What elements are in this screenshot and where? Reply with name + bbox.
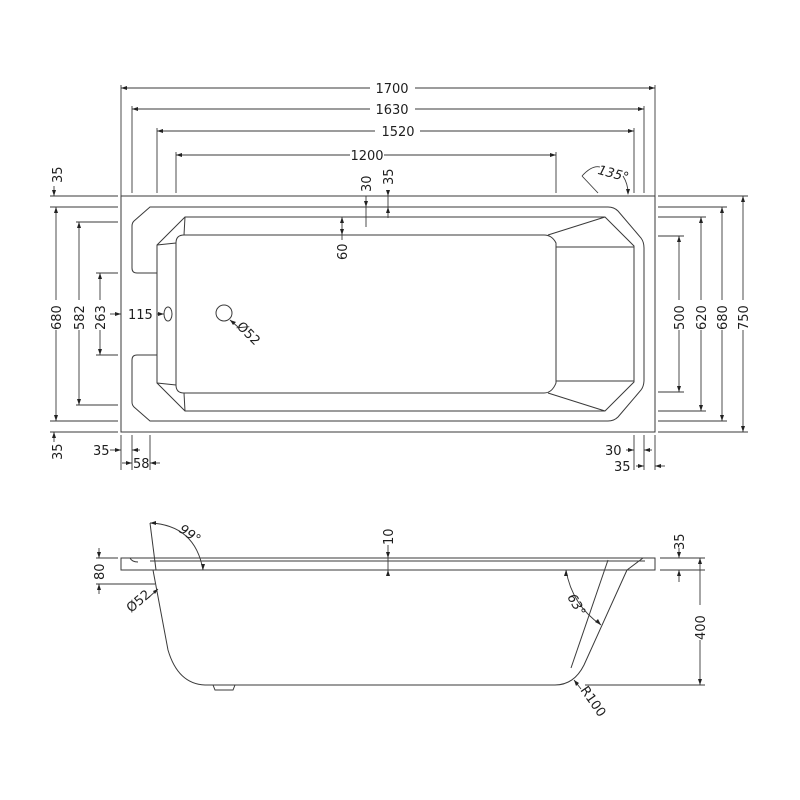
waste-label: Ø52	[229, 319, 263, 349]
waste-icon	[215, 304, 233, 322]
rim-dimensions-top: 30 35 60	[336, 168, 397, 260]
dim-263: 263	[94, 305, 109, 330]
side-foot	[212, 684, 236, 691]
plan-length-dimensions: 1700 1630 1520 1200	[120, 82, 656, 196]
dim-750: 750	[737, 305, 752, 330]
side-body	[152, 569, 628, 686]
dim-500: 500	[673, 305, 688, 330]
plan-basin-inner	[156, 216, 635, 412]
dim-1200: 1200	[350, 149, 383, 164]
dim-680-right: 680	[716, 305, 731, 330]
plan-view	[120, 195, 656, 433]
plan-floor	[175, 234, 557, 394]
dim-63-angle: 63°	[564, 592, 589, 619]
dim-1700: 1700	[375, 82, 408, 97]
dim-58: 58	[133, 457, 150, 472]
plan-bottom-dimensions: 35 58 30 35	[93, 435, 665, 475]
dim-35-left-top: 35	[51, 166, 66, 183]
dim-35-top: 35	[382, 168, 397, 185]
dim-60: 60	[336, 243, 351, 260]
overflow-icon	[163, 306, 173, 322]
dim-35-left-bottom: 35	[51, 443, 66, 460]
dim-35-side: 35	[673, 533, 688, 550]
dim-582: 582	[73, 305, 88, 330]
dim-waste-dia: Ø52	[233, 319, 263, 349]
dim-99-angle: 99°	[176, 522, 203, 548]
dim-r100: R100	[577, 684, 609, 720]
dim-1630: 1630	[375, 103, 408, 118]
dim-35-bottom: 35	[93, 444, 110, 459]
angle-135: 135°	[581, 163, 630, 195]
plan-width-dimensions-right: 500 620 680 750	[658, 195, 752, 433]
plan-width-dimensions-left: 35 680 582 263 115 35	[50, 166, 164, 460]
dim-400: 400	[694, 615, 709, 640]
dim-620: 620	[695, 305, 710, 330]
dim-680-left: 680	[50, 305, 65, 330]
plan-outer-rim	[120, 195, 656, 433]
plan-basin-outer	[131, 206, 645, 422]
dim-80: 80	[93, 563, 108, 580]
side-view-dimensions: 99° 10 80 Ø52 63° 35	[93, 521, 709, 720]
dim-overflow-dia-side: Ø52	[124, 587, 154, 616]
dim-115: 115	[128, 308, 153, 323]
dim-30-bottom: 30	[605, 444, 622, 459]
dim-35-bottom-right: 35	[614, 460, 631, 475]
dim-1520: 1520	[381, 125, 414, 140]
dim-135-angle: 135°	[596, 163, 630, 186]
dim-30: 30	[360, 175, 375, 192]
dim-10: 10	[382, 528, 397, 545]
